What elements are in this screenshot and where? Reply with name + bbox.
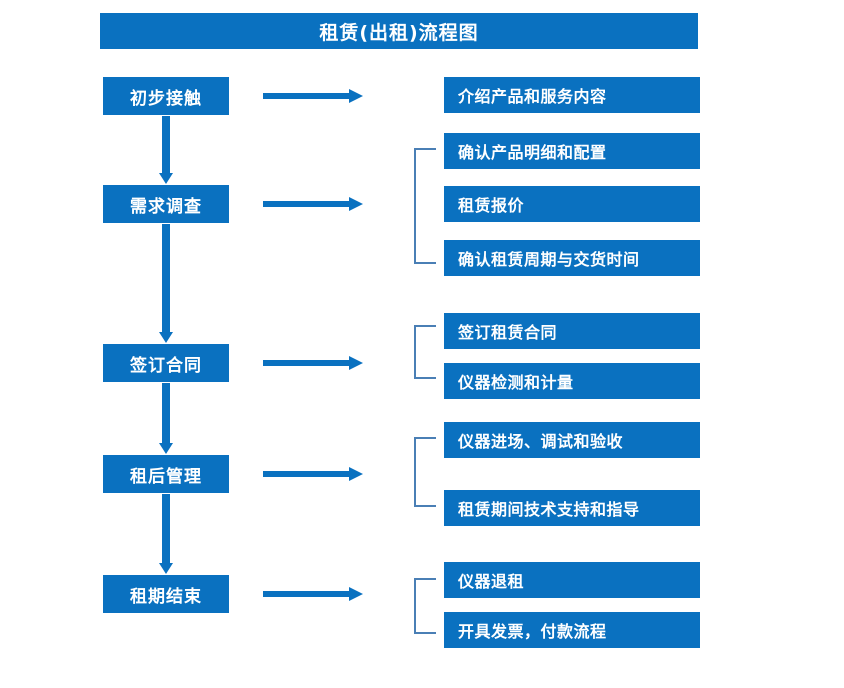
arrow-shaft: [263, 360, 351, 366]
horizontal-arrow-1: [263, 88, 363, 104]
detail-box-4[interactable]: 确认租赁周期与交货时间: [444, 240, 700, 276]
horizontal-arrow-2: [263, 196, 363, 212]
arrow-head-icon: [159, 443, 173, 454]
arrow-head-icon: [159, 173, 173, 184]
vertical-arrow-1-to-2: [159, 116, 173, 184]
arrow-head-icon: [349, 356, 363, 370]
group-bracket-requirements: [414, 148, 436, 264]
stage-box-4[interactable]: 租后管理: [103, 455, 229, 493]
page-title: 租赁(出租)流程图: [100, 13, 698, 49]
detail-box-2[interactable]: 确认产品明细和配置: [444, 133, 700, 169]
detail-box-7[interactable]: 仪器进场、调试和验收: [444, 422, 700, 458]
detail-box-3[interactable]: 租赁报价: [444, 186, 700, 222]
arrow-head-icon: [349, 587, 363, 601]
detail-box-8[interactable]: 租赁期间技术支持和指导: [444, 490, 700, 526]
group-bracket-management: [414, 437, 436, 507]
arrow-shaft: [263, 201, 351, 207]
vertical-arrow-4-to-5: [159, 494, 173, 574]
arrow-head-icon: [349, 197, 363, 211]
arrow-shaft: [162, 224, 170, 332]
horizontal-arrow-5: [263, 586, 363, 602]
stage-box-3[interactable]: 签订合同: [103, 344, 229, 382]
arrow-head-icon: [349, 467, 363, 481]
detail-box-5[interactable]: 签订租赁合同: [444, 313, 700, 349]
stage-box-1[interactable]: 初步接触: [103, 77, 229, 115]
stage-box-5[interactable]: 租期结束: [103, 575, 229, 613]
detail-box-6[interactable]: 仪器检测和计量: [444, 363, 700, 399]
detail-box-10[interactable]: 开具发票，付款流程: [444, 612, 700, 648]
group-bracket-termination: [414, 578, 436, 634]
horizontal-arrow-4: [263, 466, 363, 482]
detail-box-1[interactable]: 介绍产品和服务内容: [444, 77, 700, 113]
group-bracket-contract: [414, 325, 436, 379]
stage-box-2[interactable]: 需求调查: [103, 185, 229, 223]
arrow-shaft: [263, 471, 351, 477]
arrow-head-icon: [159, 332, 173, 343]
arrow-shaft: [162, 494, 170, 563]
detail-box-9[interactable]: 仪器退租: [444, 562, 700, 598]
arrow-shaft: [263, 591, 351, 597]
horizontal-arrow-3: [263, 355, 363, 371]
arrow-shaft: [162, 116, 170, 173]
arrow-head-icon: [159, 563, 173, 574]
arrow-shaft: [263, 93, 351, 99]
arrow-shaft: [162, 383, 170, 443]
vertical-arrow-3-to-4: [159, 383, 173, 454]
arrow-head-icon: [349, 89, 363, 103]
vertical-arrow-2-to-3: [159, 224, 173, 343]
